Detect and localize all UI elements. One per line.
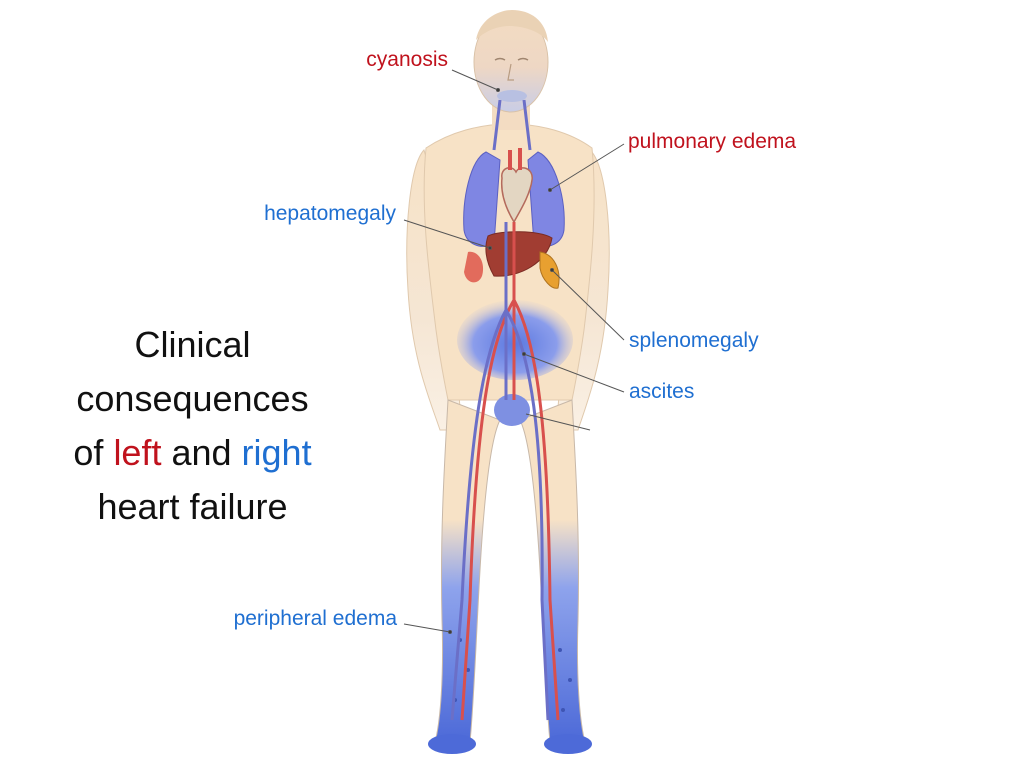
leader-lines bbox=[403, 69, 625, 634]
leader-scrotal bbox=[525, 413, 591, 431]
slide-title: Clinical consequences of left and right … bbox=[30, 318, 355, 534]
title-line-1: Clinical bbox=[134, 324, 251, 365]
label-ascites: ascites bbox=[629, 380, 695, 403]
title-line-2: consequences bbox=[76, 378, 309, 419]
kidney bbox=[464, 251, 484, 283]
liver bbox=[485, 231, 553, 277]
left-foot bbox=[428, 734, 476, 754]
label-pulmonary-edema: pulmonary edema bbox=[628, 130, 797, 153]
leader-ascites bbox=[523, 353, 625, 393]
title-line-3: of left and right bbox=[30, 426, 355, 480]
title-and: and bbox=[161, 432, 242, 473]
right-foot bbox=[544, 734, 592, 754]
label-hepatomegaly: hepatomegaly bbox=[264, 202, 396, 225]
title-word-right: right bbox=[241, 432, 312, 473]
title-word-left: left bbox=[113, 432, 162, 473]
left-leg bbox=[435, 399, 501, 743]
leader-cyanosis bbox=[451, 69, 499, 91]
title-line-4: heart failure bbox=[97, 486, 288, 527]
label-splenomegaly: splenomegaly bbox=[629, 329, 759, 352]
label-peripheral-edema: peripheral edema bbox=[233, 607, 397, 630]
leader-hepatomegaly bbox=[403, 219, 491, 249]
label-cyanosis: cyanosis bbox=[366, 48, 448, 71]
right-leg bbox=[519, 399, 585, 743]
leader-splenomegaly bbox=[551, 269, 625, 341]
title-of: of bbox=[73, 432, 114, 473]
leader-pulmonary-edema bbox=[549, 143, 625, 191]
leader-peripheral-edema bbox=[403, 623, 451, 633]
vena-cava bbox=[450, 222, 550, 721]
spleen bbox=[539, 251, 560, 289]
